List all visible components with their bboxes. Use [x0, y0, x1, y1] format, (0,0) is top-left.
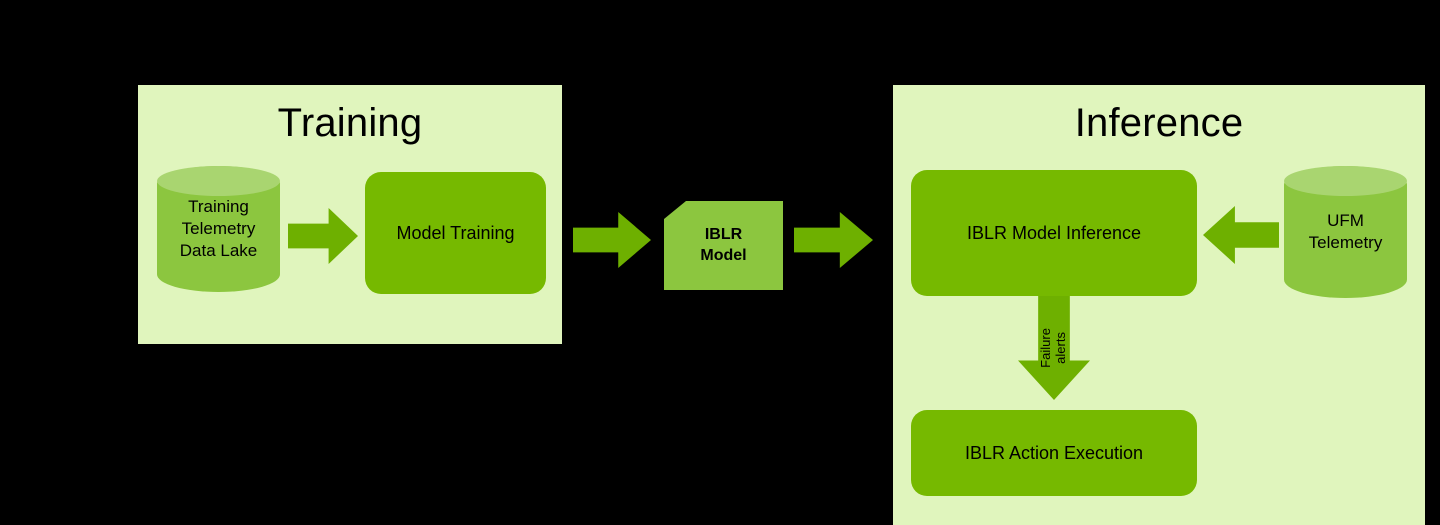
data-lake-line-2: Telemetry — [181, 218, 256, 238]
ufm-line-1: UFM — [1327, 210, 1364, 230]
training-data-lake-label: Training Telemetry Data Lake — [157, 166, 280, 292]
model-training-box[interactable]: Model Training — [365, 172, 546, 294]
iblr-action-execution-label: IBLR Action Execution — [964, 442, 1144, 463]
ufm-line-2: Telemetry — [1308, 233, 1383, 252]
ufm-telemetry-cylinder: UFM Telemetry — [1284, 166, 1407, 298]
iblr-model-line-2: Model — [700, 246, 747, 264]
cylinder-top-ellipse — [1284, 166, 1407, 196]
iblr-model-artifact[interactable]: IBLR Model — [664, 201, 783, 290]
inference-panel-title: Inference — [1074, 101, 1244, 145]
iblr-model-line-1: IBLR — [704, 225, 743, 243]
iblr-model-inference-box[interactable]: IBLR Model Inference — [911, 170, 1197, 296]
model-training-label: Model Training — [396, 222, 515, 243]
iblr-action-execution-box[interactable]: IBLR Action Execution — [911, 410, 1197, 496]
ufm-telemetry-label: UFM Telemetry — [1284, 166, 1407, 298]
arrow-iblr-model-to-inference-icon — [794, 212, 873, 268]
cylinder-top-ellipse — [157, 166, 280, 196]
training-panel-title: Training — [277, 101, 423, 145]
data-lake-line-1: Training — [188, 196, 249, 216]
data-lake-line-3: Data Lake — [179, 241, 258, 261]
arrow-training-to-iblr-model-icon — [573, 212, 651, 268]
iblr-model-inference-label: IBLR Model Inference — [966, 222, 1142, 243]
training-telemetry-data-lake-cylinder: Training Telemetry Data Lake — [157, 166, 280, 292]
